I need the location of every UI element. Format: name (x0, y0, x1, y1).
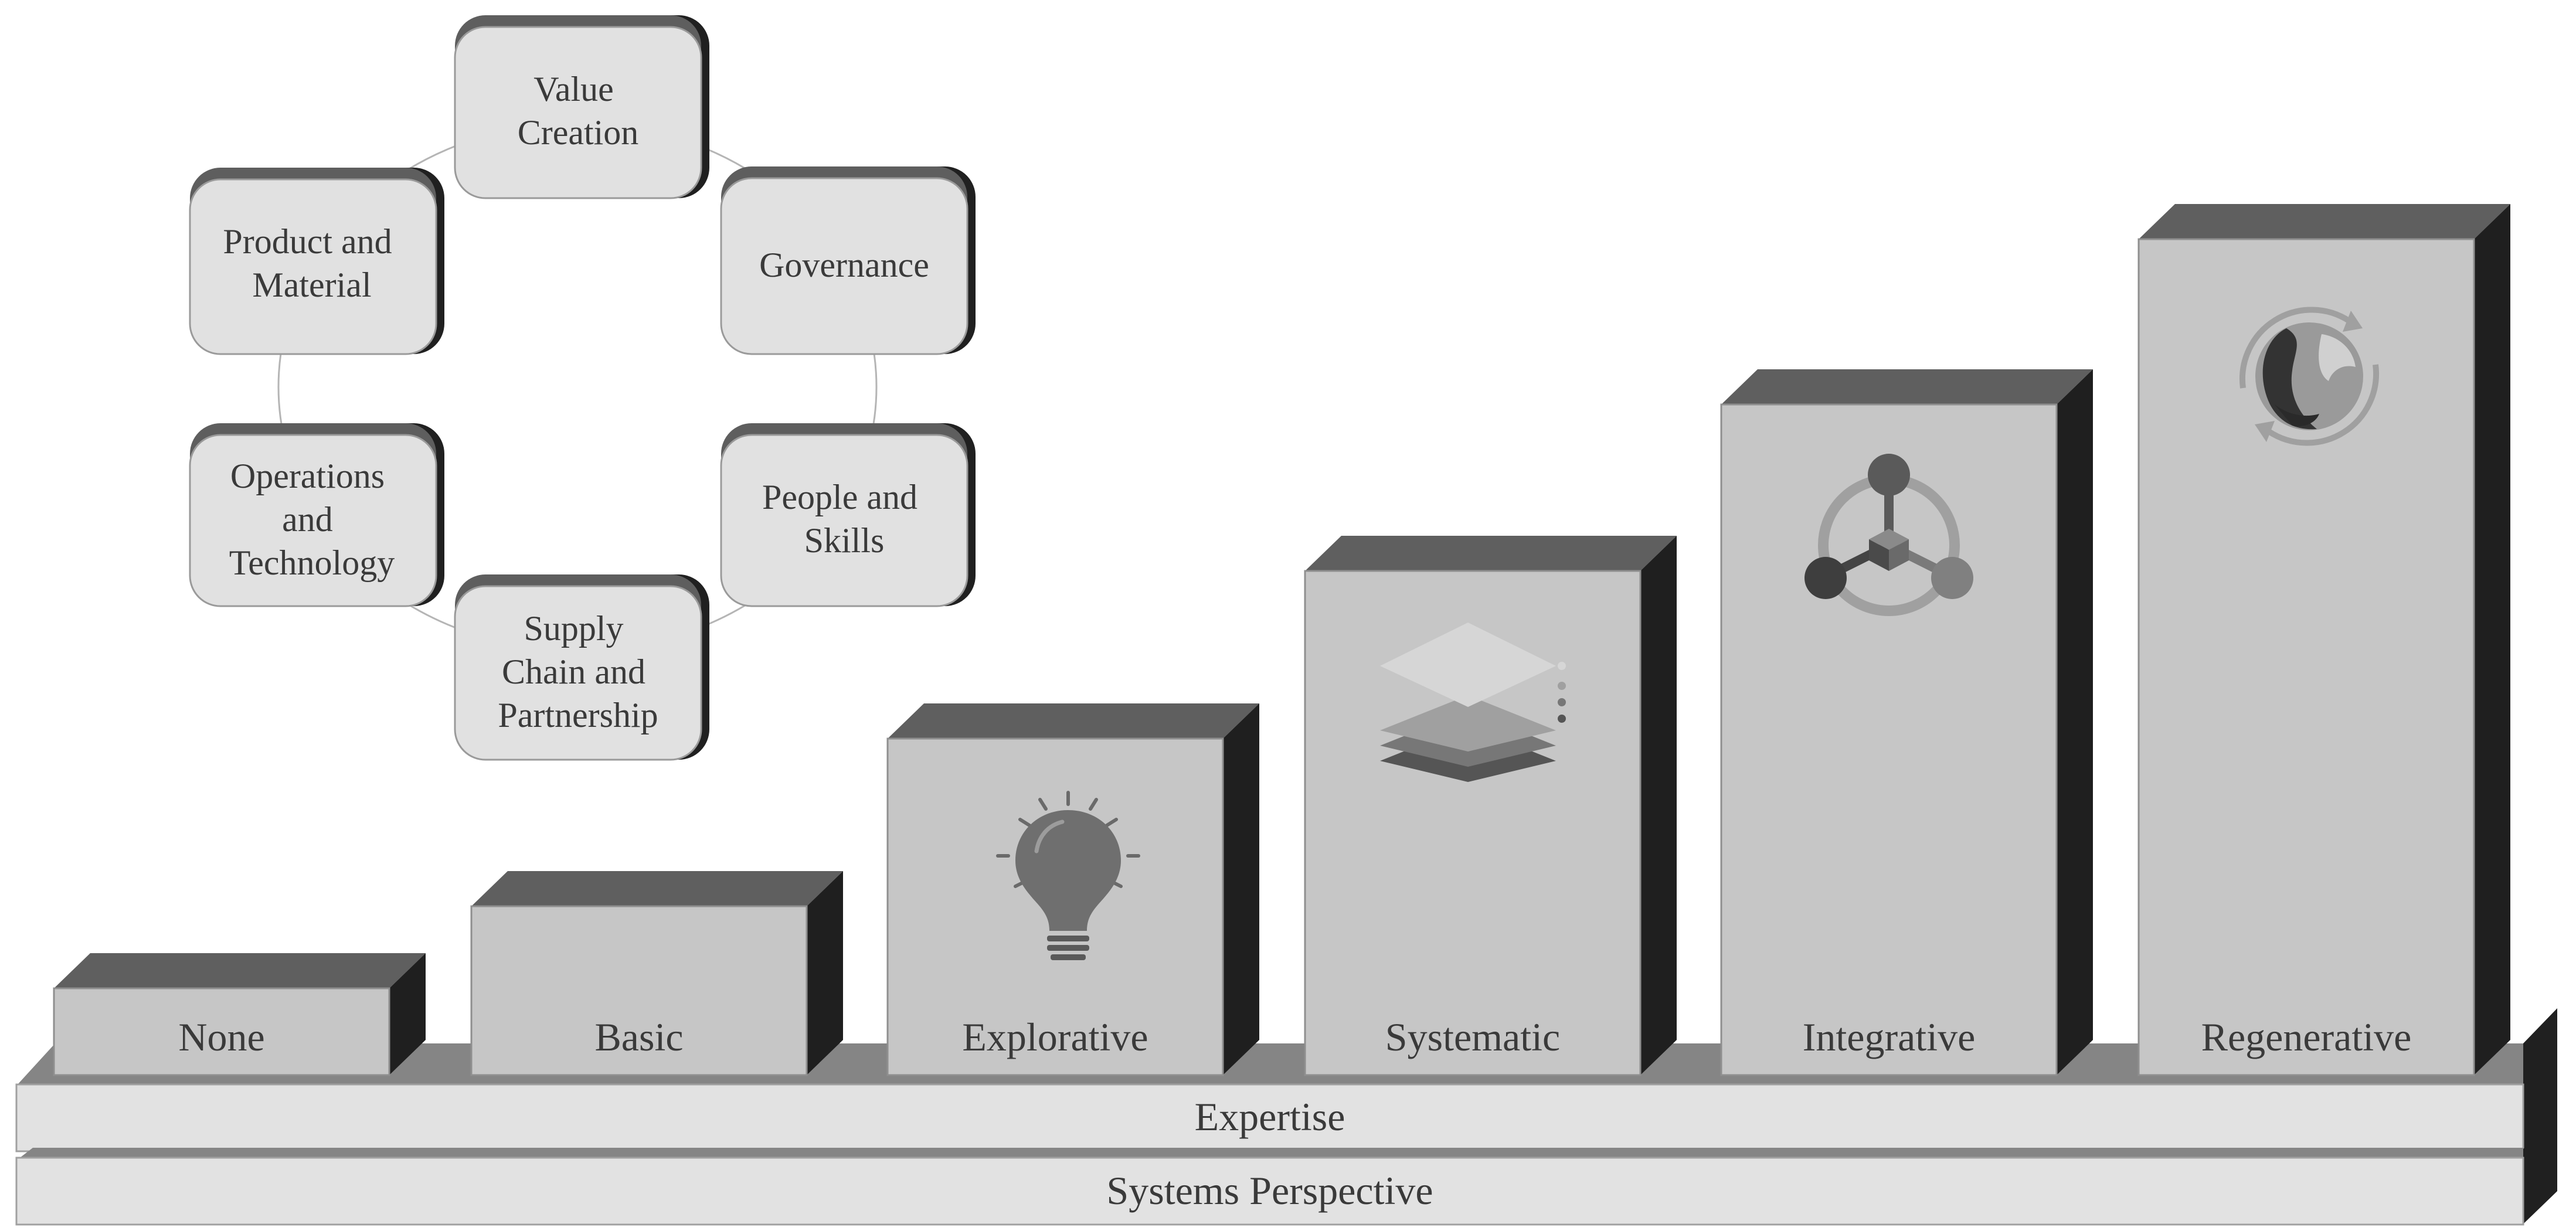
stage-label: Systematic (1385, 1015, 1560, 1059)
stage-label: None (178, 1015, 264, 1059)
dimension-wheel: Value Creation Governance People and Ski… (189, 15, 976, 761)
node-label: Operations and Technology (229, 457, 395, 582)
stage-label: Explorative (962, 1015, 1148, 1059)
stage-block-regenerative: Regenerative (2137, 204, 2510, 1076)
node-supply-chain-and-partnership: Supply Chain and Partnership (454, 574, 709, 761)
node-label: Value Creation (518, 70, 639, 152)
layers-icon (1380, 623, 1566, 782)
node-governance: Governance (720, 166, 976, 355)
base-layer-label: Expertise (1195, 1094, 1345, 1139)
base-layer-label: Systems Perspective (1106, 1168, 1433, 1213)
node-label: Product and Material (223, 222, 400, 304)
lightbulb-icon (996, 791, 1140, 960)
stage-label: Basic (594, 1015, 683, 1059)
stage-block-basic: Basic (470, 871, 843, 1076)
node-label: Governance (759, 246, 929, 284)
stage-block-explorative: Explorative (886, 703, 1259, 1076)
stage-block-none: None (53, 953, 426, 1076)
stage-label: Integrative (1803, 1015, 1976, 1059)
node-label: People and Skills (762, 478, 926, 560)
earth-cycle-icon (2239, 307, 2380, 446)
stage-label: Regenerative (2201, 1015, 2412, 1059)
systems-perspective-slab: Systems Perspective (15, 1115, 2557, 1226)
node-product-and-material: Product and Material (189, 168, 444, 355)
node-value-creation: Value Creation (454, 15, 709, 199)
network-cube-icon (1804, 454, 1973, 616)
node-label: Supply Chain and Partnership (498, 609, 658, 734)
node-people-and-skills: People and Skills (720, 423, 976, 607)
stage-block-systematic: Systematic (1304, 536, 1677, 1076)
stage-block-integrative: Integrative (1720, 369, 2093, 1076)
node-operations-and-technology: Operations and Technology (189, 423, 444, 607)
